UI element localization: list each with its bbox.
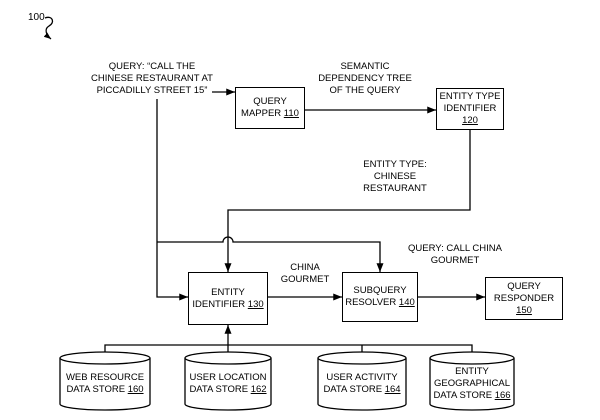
arrow-query-to-entity-identifier [156,99,188,301]
cylinder-top [184,351,272,365]
query-responder-label: QUERY [507,280,541,292]
semantic-label-line: SEMANTIC [340,61,390,72]
entity-identifier-label: IDENTIFIER [192,298,246,310]
data-store-label: DATA STORE [66,384,126,395]
query-mapper-label: MAPPER [241,108,282,119]
entity-type-identifier-ref: 120 [462,115,478,126]
entity-type-identifier-label: IDENTIFIER [443,103,497,114]
data-store-label: WEB RESOURCE [65,372,145,383]
user-activity-data-store-label: USER ACTIVITY DATA STORE 164 [318,372,406,396]
semantic-label-line: DEPENDENCY TREE [318,73,412,84]
entity-geographical-data-store-cylinder [429,351,515,411]
entity-type-identifier-label: ENTITY TYPE [439,91,501,102]
cylinder-body [59,358,151,411]
entity-type-label-line: CHINESE [373,171,417,182]
entity-name-label: CHINA GOURMET [272,262,338,286]
semantic-dependency-tree-label: SEMANTIC DEPENDENCY TREE OF THE QUERY [310,61,420,97]
entity-type-label: ENTITY TYPE: CHINESE RESTAURANT [345,159,445,195]
entity-identifier-label: ENTITY [211,286,245,298]
entity-name-label-line: GOURMET [280,274,330,285]
query-text-line: CHINESE RESTAURANT AT [91,73,213,84]
subquery-label-line: QUERY: CALL CHINA [408,243,502,254]
data-store-label: DATA STORE [323,384,383,395]
cylinder-top [317,351,407,365]
figure-label-squiggle-arrow [43,16,54,40]
subquery-resolver-label: SUBQUERY [353,285,407,296]
query-responder-ref: 150 [516,304,532,316]
semantic-label-line: OF THE QUERY [329,85,401,96]
arrow-entity-type-identifier-to-entity-identifier [224,130,471,272]
data-store-ref: 164 [384,384,401,395]
entity-geographical-data-store-label: ENTITY GEOGRAPHICAL DATA STORE 166 [430,366,514,402]
entity-identifier-box: ENTITY IDENTIFIER 130 [188,272,268,325]
subquery-label-line: GOURMET [430,255,480,266]
entity-type-label-line: RESTAURANT [363,183,427,194]
entity-type-label-line: ENTITY TYPE: [363,159,427,170]
data-store-label: USER ACTIVITY [326,372,398,383]
query-text-line: QUERY: “CALL THE [108,61,196,72]
data-store-bus-line [104,344,473,352]
query-mapper-box: QUERY MAPPER 110 [235,87,305,129]
subquery-resolver-label: RESOLVER [345,297,397,308]
user-activity-data-store-cylinder [317,351,407,411]
subquery-resolver-ref: 140 [398,297,415,308]
query-responder-label: RESPONDER [493,292,555,304]
cylinder-top [429,351,515,365]
figure-label: 100 [28,12,45,23]
query-text: QUERY: “CALL THE CHINESE RESTAURANT AT P… [72,61,232,97]
query-responder-box: QUERY RESPONDER 150 [485,277,563,320]
cylinder-top [59,351,151,365]
subquery-label: QUERY: CALL CHINA GOURMET [400,243,510,267]
data-store-label: USER LOCATION [189,372,267,383]
subquery-resolver-box: SUBQUERY RESOLVER 140 [342,272,418,322]
web-resource-data-store-cylinder [59,351,151,411]
cylinder-body [184,358,272,411]
user-location-data-store-label: USER LOCATION DATA STORE 162 [185,372,271,396]
query-mapper-label: QUERY [253,96,287,107]
data-store-ref: 162 [250,384,267,395]
data-store-ref: 166 [494,390,511,401]
data-store-label: DATA STORE [189,384,249,395]
query-text-line: PICCADILLY STREET 15” [96,85,208,96]
data-store-ref: 160 [127,384,144,395]
arrow-query-to-subquery-resolver [157,236,384,272]
data-store-label: GEOGRAPHICAL [433,378,511,389]
web-resource-data-store-label: WEB RESOURCE DATA STORE 160 [60,372,150,396]
cylinder-body [429,358,515,411]
data-store-label: DATA STORE [433,390,493,401]
entity-name-label-line: CHINA [290,262,320,273]
data-store-label: ENTITY [455,366,489,377]
cylinder-body [317,358,407,411]
query-mapper-ref: 110 [283,108,299,119]
entity-identifier-ref: 130 [247,298,264,310]
user-location-data-store-cylinder [184,351,272,411]
entity-type-identifier-box: ENTITY TYPE IDENTIFIER 120 [436,88,504,130]
